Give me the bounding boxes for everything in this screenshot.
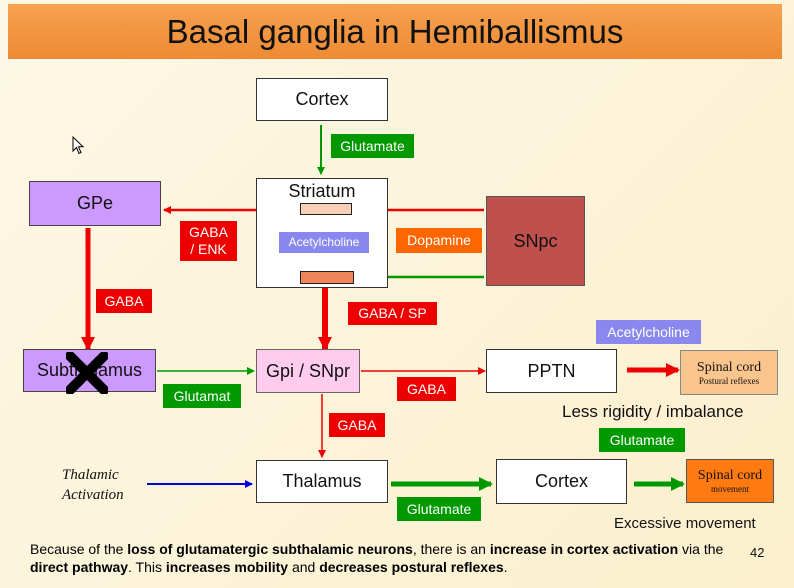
footer-run: Because of the: [30, 541, 128, 557]
label-gaba-pptn: GABA: [397, 377, 456, 401]
node-pptn: PPTN: [486, 349, 617, 393]
striatum-upper-compartment: [300, 203, 352, 215]
slide-title: Basal ganglia in Hemiballismus: [166, 12, 624, 50]
footer-run: direct pathway: [30, 558, 129, 575]
spinal-top-sub: Postural reflexes: [698, 375, 760, 386]
footer-caption: Because of the loss of glutamatergic sub…: [30, 541, 730, 576]
label-gaba-gpe: GABA: [96, 289, 152, 313]
footer-run: decreases postural reflexes: [319, 558, 504, 575]
footer-run: via the: [678, 541, 724, 557]
node-spinal-cord-bottom: Spinal cord movement: [686, 459, 774, 503]
footer-run: , there is an: [412, 541, 490, 557]
node-snpc: SNpc: [486, 196, 585, 286]
footer-run: increases mobility: [165, 558, 289, 575]
spinal-bottom-sub: movement: [711, 484, 749, 494]
spinal-bottom-name: Spinal cord: [697, 468, 763, 483]
node-thalamus: Thalamus: [256, 460, 388, 503]
node-gpi-snpr: Gpi / SNpr: [256, 349, 360, 393]
spinal-top-name: Spinal cord: [696, 359, 762, 375]
label-acetylcholine-striatum: Acetylcholine: [279, 232, 369, 253]
text-thalamic-activation: Thalamic Activation: [62, 467, 124, 504]
mouse-cursor-icon: [72, 136, 85, 155]
label-gaba-thalamus: GABA: [329, 413, 385, 437]
label-glutamate-top: Glutamate: [331, 134, 414, 158]
striatum-label: Striatum: [288, 181, 356, 201]
label-dopamine: Dopamine: [396, 228, 482, 253]
label-acetylcholine-pptn: Acetylcholine: [596, 320, 701, 344]
label-glutamate-right: Glutamate: [599, 428, 685, 452]
label-gaba-sp: GABA / SP: [348, 302, 437, 325]
footer-run: .: [503, 558, 508, 575]
striatum-lower-compartment: [300, 271, 354, 284]
node-spinal-cord-top: Spinal cord Postural reflexes: [680, 350, 778, 395]
page-number: 42: [750, 545, 765, 560]
footer-run: loss of glutamatergic subthalamic neuron…: [127, 541, 413, 557]
text-excessive-movement: Excessive movement: [614, 515, 756, 532]
footer-run: increase in cortex activation: [489, 541, 679, 557]
footer-run: . This: [128, 558, 166, 575]
label-gaba-enk: GABA / ENK: [180, 221, 237, 261]
node-gpe: GPe: [29, 181, 161, 226]
title-bar: Basal ganglia in Hemiballismus: [8, 4, 782, 59]
node-cortex-bottom: Cortex: [496, 459, 627, 504]
label-glutamat: Glutamat: [163, 384, 241, 408]
text-less-rigidity: Less rigidity / imbalance: [562, 402, 744, 421]
lesion-cross-icon: [66, 352, 108, 394]
footer-run: and: [288, 558, 320, 575]
node-cortex-top: Cortex: [256, 78, 388, 121]
label-glutamate-bottom: Glutamate: [397, 497, 481, 521]
